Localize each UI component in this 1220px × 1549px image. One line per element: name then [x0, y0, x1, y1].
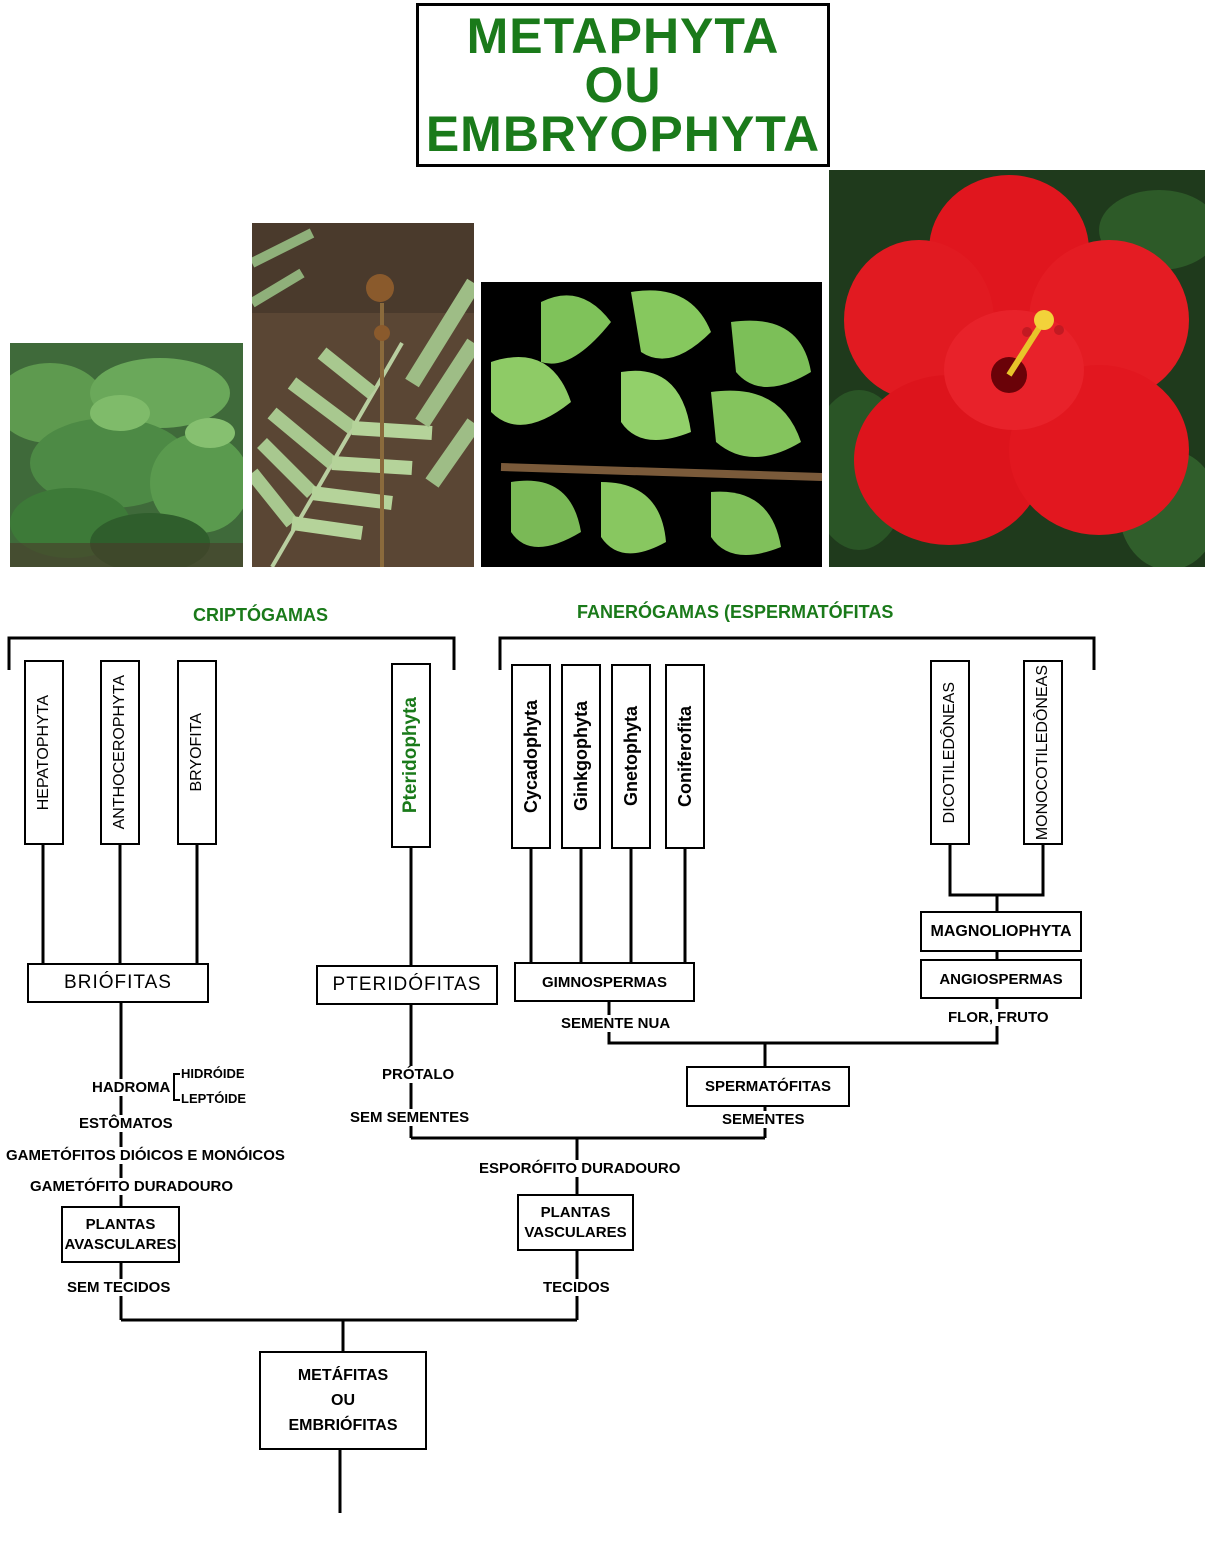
clade-pteridofitas: PTERIDÓFITAS: [316, 965, 498, 1005]
clade-label-line: AVASCULARES: [64, 1235, 177, 1253]
division-cycadophyta: Cycadophyta: [511, 664, 551, 849]
fanerogamas-label: FANERÓGAMAS (ESPERMATÓFITAS: [577, 602, 894, 622]
title-line-3: EMBRYOPHYTA: [425, 105, 821, 162]
clade-label-line: PLANTAS: [85, 1215, 156, 1233]
title-box: METAPHYTA OU EMBRYOPHYTA: [416, 3, 830, 167]
clade-angiospermas: ANGIOSPERMAS: [920, 959, 1082, 999]
trait-esporofito-duradouro: ESPORÓFITO DURADOURO: [477, 1160, 683, 1177]
clade-gimnospermas: GIMNOSPERMAS: [514, 962, 695, 1002]
division-label: Ginkgophyta: [570, 701, 591, 812]
trait-sem-sementes: SEM SEMENTES: [348, 1109, 472, 1126]
clade-label-line: METÁFITAS: [297, 1367, 389, 1384]
division-label: HEPATOPHYTA: [35, 694, 52, 811]
title-line-2: OU: [584, 56, 662, 113]
trait-estomatos: ESTÔMATOS: [77, 1115, 175, 1132]
photo-hibiscus: [829, 170, 1205, 567]
division-label: DICOTILEDÔNEAS: [941, 681, 958, 824]
division-anthocerophyta: ANTHOCEROPHYTA: [100, 660, 140, 845]
trait-hadroma: HADROMA: [90, 1079, 173, 1096]
clade-label: MAGNOLIOPHYTA: [930, 922, 1072, 940]
division-label: Pteridophyta: [400, 697, 421, 814]
photo-liverwort: [10, 343, 243, 567]
clade-briofitas: BRIÓFITAS: [27, 963, 209, 1003]
division-label: ANTHOCEROPHYTA: [111, 675, 128, 830]
clade-plantas-vasculares: PLANTAS VASCULARES: [517, 1194, 634, 1251]
division-bryofita: BRYOFITA: [177, 660, 217, 845]
division-label: Cycadophyta: [520, 699, 541, 814]
division-gnetophyta: Gnetophyta: [611, 664, 651, 849]
trait-semente-nua: SEMENTE NUA: [559, 1015, 673, 1032]
division-dicotiledoneas: DICOTILEDÔNEAS: [930, 660, 970, 845]
clade-label: ANGIOSPERMAS: [939, 970, 1063, 988]
trait-hidroide: HIDRÓIDE: [181, 1066, 245, 1081]
clade-metafitas: METÁFITAS OU EMBRIÓFITAS: [259, 1351, 427, 1450]
division-label: MONOCOTILEDÔNEAS: [1034, 664, 1051, 841]
trait-leptoide: LEPTÓIDE: [181, 1091, 247, 1106]
division-monocotiledoneas: MONOCOTILEDÔNEAS: [1023, 660, 1063, 845]
clade-magnoliophyta: MAGNOLIOPHYTA: [920, 911, 1082, 952]
clade-plantas-avasculares: PLANTAS AVASCULARES: [61, 1206, 180, 1263]
clade-label: PTERIDÓFITAS: [332, 974, 482, 995]
clade-label-line: VASCULARES: [524, 1223, 627, 1241]
clade-label-line: EMBRIÓFITAS: [288, 1417, 398, 1434]
trait-gametofito-duradouro: GAMETÓFITO DURADOURO: [28, 1178, 236, 1195]
clade-label-line: OU: [331, 1392, 355, 1409]
trait-tecidos: TECIDOS: [541, 1279, 612, 1296]
division-label: Gnetophyta: [620, 706, 641, 807]
trait-protalo: PRÓTALO: [380, 1066, 457, 1083]
photo-fern: [252, 223, 474, 567]
clade-label: GIMNOSPERMAS: [541, 973, 667, 991]
division-ginkgophyta: Ginkgophyta: [561, 664, 601, 849]
clade-label: BRIÓFITAS: [64, 972, 172, 993]
division-coniferofita: Coniferofita: [665, 664, 705, 849]
clade-label-line: PLANTAS: [540, 1203, 611, 1221]
trait-sementes: SEMENTES: [720, 1111, 807, 1128]
division-hepatophyta: HEPATOPHYTA: [24, 660, 64, 845]
criptogamas-label: CRIPTÓGAMAS: [193, 605, 328, 625]
division-label: BRYOFITA: [188, 713, 205, 792]
title-line-1: METAPHYTA: [466, 7, 780, 64]
clade-label: SPERMATÓFITAS: [704, 1078, 832, 1095]
photo-ginkgo: [481, 282, 822, 567]
trait-flor-fruto: FLOR, FRUTO: [946, 1009, 1051, 1026]
division-pteridophyta: Pteridophyta: [391, 663, 431, 848]
trait-gametofitos: GAMETÓFITOS DIÓICOS E MONÓICOS: [4, 1147, 287, 1164]
division-label: Coniferofita: [674, 706, 695, 807]
trait-sem-tecidos: SEM TECIDOS: [65, 1279, 173, 1296]
clade-spermatofitas: SPERMATÓFITAS: [686, 1066, 850, 1107]
